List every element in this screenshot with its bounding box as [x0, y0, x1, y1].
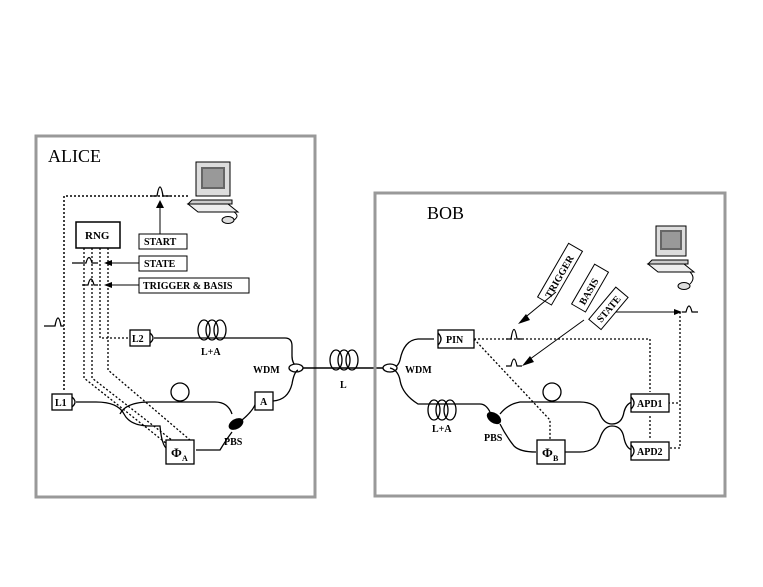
rng-label: RNG — [85, 230, 110, 242]
state-pulse — [72, 256, 98, 264]
l1-label: L1 — [55, 398, 67, 409]
bob-l-plus-a: L+A — [432, 424, 452, 435]
state-label: STATE — [144, 259, 176, 270]
l1-pulse — [44, 317, 64, 327]
trigger-pulse — [82, 278, 98, 286]
pin-label: PIN — [446, 335, 464, 346]
alice-title: ALICE — [48, 146, 101, 166]
attenuator-label: A — [260, 397, 268, 408]
computer-icon-bob — [646, 225, 696, 290]
start-box — [138, 233, 188, 250]
alice-pbs-label: PBS — [224, 437, 243, 448]
pbs-bob — [486, 411, 502, 425]
fiber-spool-bob — [427, 399, 457, 421]
control-line-top — [63, 195, 188, 392]
alice-wdm-label: WDM — [253, 365, 280, 376]
alice-enclosure — [34, 134, 317, 499]
fiber-spool-link — [329, 349, 359, 371]
start-pulse — [150, 186, 170, 197]
apd1-label: APD1 — [637, 399, 663, 410]
phase-modulator-bob — [536, 439, 566, 465]
bob-state-pulse — [682, 305, 698, 313]
apd1-box — [630, 393, 670, 413]
alice-phi: Φ — [171, 445, 182, 460]
bob-trigger-tag: TRIGGER — [536, 242, 584, 306]
computer-icon — [186, 161, 240, 224]
delay-loop-bob — [542, 382, 562, 402]
bob-enclosure — [373, 191, 727, 498]
bob-phi: Φ — [542, 445, 553, 460]
pbs-alice — [228, 418, 244, 430]
bob-title: BOB — [427, 203, 464, 223]
l1-box — [51, 393, 73, 411]
l2-label: L2 — [132, 334, 144, 345]
bob-phi-sub: B — [553, 454, 559, 463]
apd2-label: APD2 — [637, 447, 663, 458]
alice-l-plus-a: L+A — [201, 347, 221, 358]
apd2-box — [630, 441, 670, 461]
bob-pbs-label: PBS — [484, 433, 503, 444]
rng-box — [75, 221, 121, 249]
bob-wdm-label: WDM — [405, 365, 432, 376]
delay-loop-alice — [170, 382, 190, 402]
start-label: START — [144, 237, 177, 248]
phase-modulator-alice — [165, 439, 195, 465]
fiber-spool-alice — [197, 319, 227, 341]
pin-basis-pulse — [506, 358, 522, 367]
alice-phi-sub: A — [182, 454, 188, 463]
trigger-basis-label: TRIGGER & BASIS — [143, 281, 233, 292]
l2-box — [129, 329, 151, 347]
pin-trigger-pulse — [506, 328, 522, 340]
link-label: L — [340, 380, 347, 391]
